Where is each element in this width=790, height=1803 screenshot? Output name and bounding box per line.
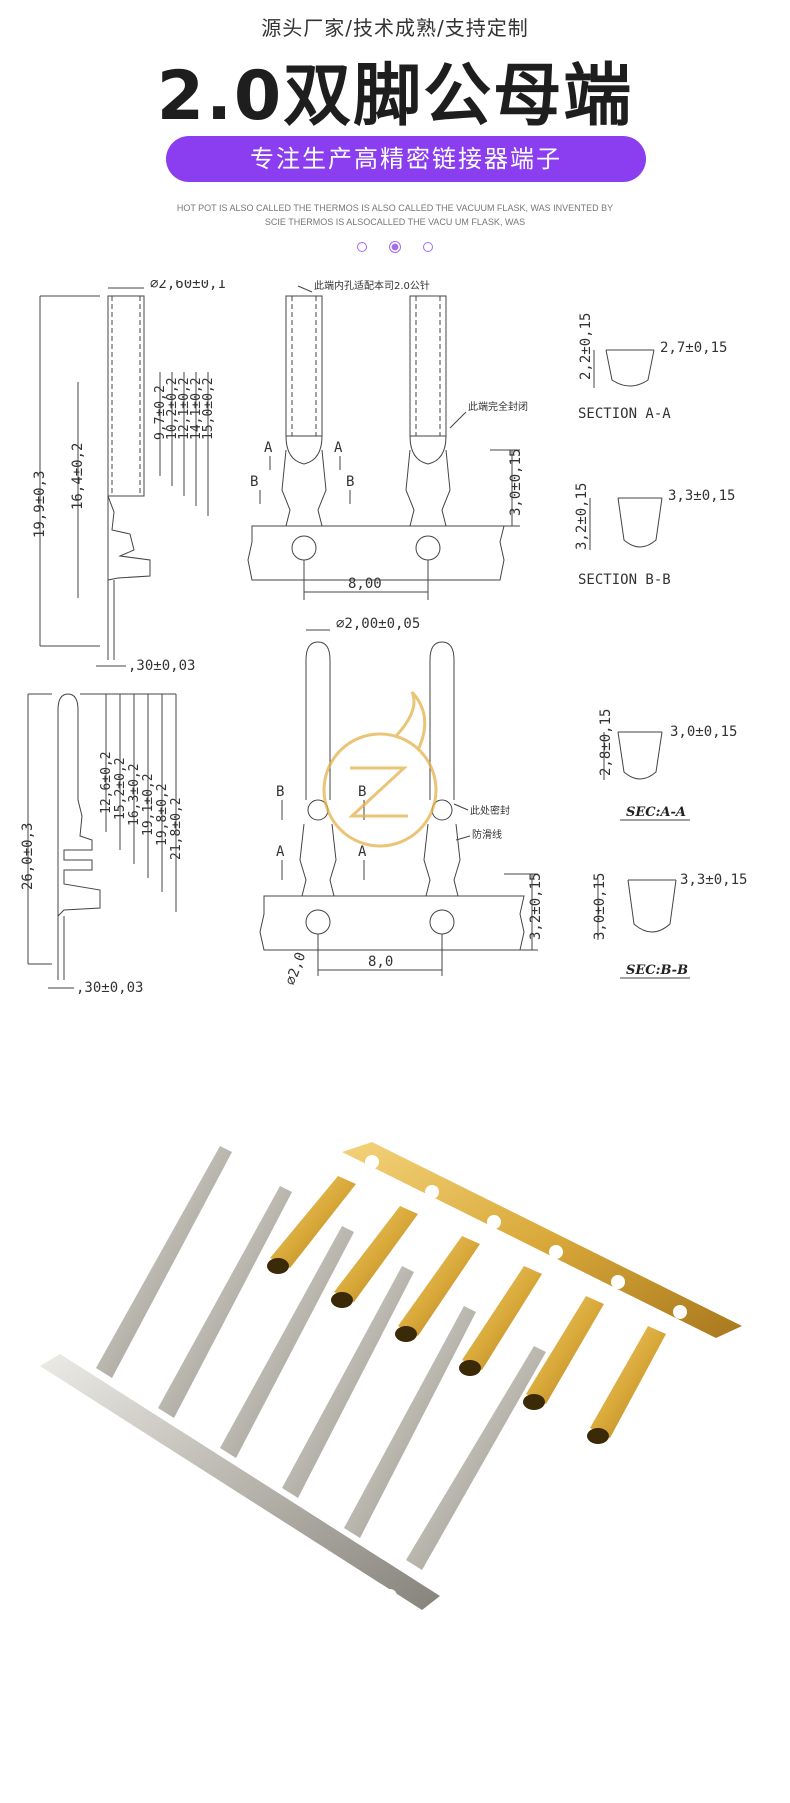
dim-12-6: 12,6±0,2 [99,751,114,814]
dim-19-8: 19,8±0,2 [155,783,170,846]
dim-hole-bottom: ⌀2,0 [283,950,310,987]
dim-14-1: 14,1±0,2 [189,377,204,440]
dim-height-bottom: 3,2±0,15 [528,873,544,940]
carousel-dots [0,241,790,253]
sec-a-height-top: 2,2±0,15 [578,313,594,380]
dim-12-1: 12,1±0,2 [177,377,192,440]
female-side-view [39,287,209,667]
english-line-2: SCIE THERMOS IS ALSOCALLED THE VACU UM F… [264,217,526,227]
dim-diameter-top: ⌀2,60±0,1 [150,280,226,292]
product-photo [0,1140,790,1799]
gold-female-strip [267,1142,742,1444]
product-photo-svg [40,1142,742,1610]
sec-b-height-top: 3,2±0,15 [574,483,590,550]
note-anti-slip: 防滑线 [472,828,502,841]
dim-thickness-bottom: ,30±0,03 [76,980,143,996]
english-caption: HOT POT IS ALSO CALLED THE THERMOS IS AL… [0,201,790,229]
page-title: 2.0双脚公母端 [156,57,634,136]
dim-thickness-top: ,30±0,03 [128,658,195,674]
header: 源头厂家/技术成熟/支持定制 2.0双脚公母端 专注生产高精密链接器端子 HOT… [0,0,790,270]
section-a-a-top [593,349,655,388]
cut-label-b-left-bottom: B [276,784,284,800]
carousel-dot[interactable] [423,242,433,252]
dim-15-0: 15,0±0,2 [201,377,216,440]
technical-drawings: 19,9±0,3 16,4±0,2 9,7±0,2 10,2±0,2 12,1±… [0,276,790,1140]
male-front-view [259,629,538,976]
carousel-dot-active[interactable] [389,241,401,253]
cut-label-a-right: A [334,440,343,456]
sec-a-width-top: 2,7±0,15 [660,340,727,356]
section-b-b-bottom [597,879,677,940]
watermark-logo [322,690,438,848]
section-a-a-bottom [603,731,663,780]
dim-19-9: 19,9±0,3 [32,471,48,538]
sec-a-height-bottom: 2,8±0,15 [598,709,614,776]
section-b-b-top [589,497,663,550]
drawing-svg: 19,9±0,3 16,4±0,2 9,7±0,2 10,2±0,2 12,1±… [20,276,747,996]
banner-pill: 专注生产高精密链接器端子 [166,136,646,182]
dim-19-1: 19,1±0,2 [141,773,156,836]
sec-b-width-bottom: 3,3±0,15 [680,872,747,888]
dim-height-top: 3,0±0,15 [508,449,524,516]
dim-9-7: 9,7±0,2 [153,385,168,440]
sec-a-label-bottom: SEC:A-A [626,805,686,820]
sec-b-label-bottom: SEC:B-B [626,963,688,978]
dim-26-0: 26,0±0,3 [20,823,36,890]
dim-10-2: 10,2±0,2 [165,377,180,440]
cut-label-a-right-bottom: A [358,844,367,860]
cut-label-b-right: B [346,474,354,490]
cut-label-a-left: A [264,440,273,456]
note-closed-end: 此端完全封闭 [468,400,528,413]
sec-a-width-bottom: 3,0±0,15 [670,724,737,740]
sec-b-height-bottom: 3,0±0,15 [592,873,608,940]
dim-21-8: 21,8±0,2 [169,797,184,860]
carousel-dot[interactable] [357,242,367,252]
dim-pitch-top: 8,00 [348,576,382,592]
sec-a-label-top: SECTION A-A [578,406,671,422]
sec-b-width-top: 3,3±0,15 [668,488,735,504]
dim-16-3: 16,3±0,2 [127,763,142,826]
dim-15-2: 15,2±0,2 [113,757,128,820]
dim-pitch-bottom: 8,0 [368,954,393,970]
female-front-view [247,285,520,600]
dim-diameter-bottom: ⌀2,00±0,05 [336,616,420,632]
cut-label-b-right-bottom: B [358,784,366,800]
subtitle: 源头厂家/技术成熟/支持定制 [261,16,529,40]
note-sealed: 此处密封 [470,804,510,817]
sec-b-label-top: SECTION B-B [578,572,671,588]
silver-male-strip [40,1146,546,1610]
english-line-1: HOT POT IS ALSO CALLED THE THERMOS IS AL… [176,203,614,213]
dim-16-4: 16,4±0,2 [70,443,86,510]
note-top-hole: 此端内孔适配本司2.0公针 [314,280,430,292]
male-side-view [27,693,177,989]
cut-label-b-left: B [250,474,258,490]
cut-label-a-left-bottom: A [276,844,285,860]
